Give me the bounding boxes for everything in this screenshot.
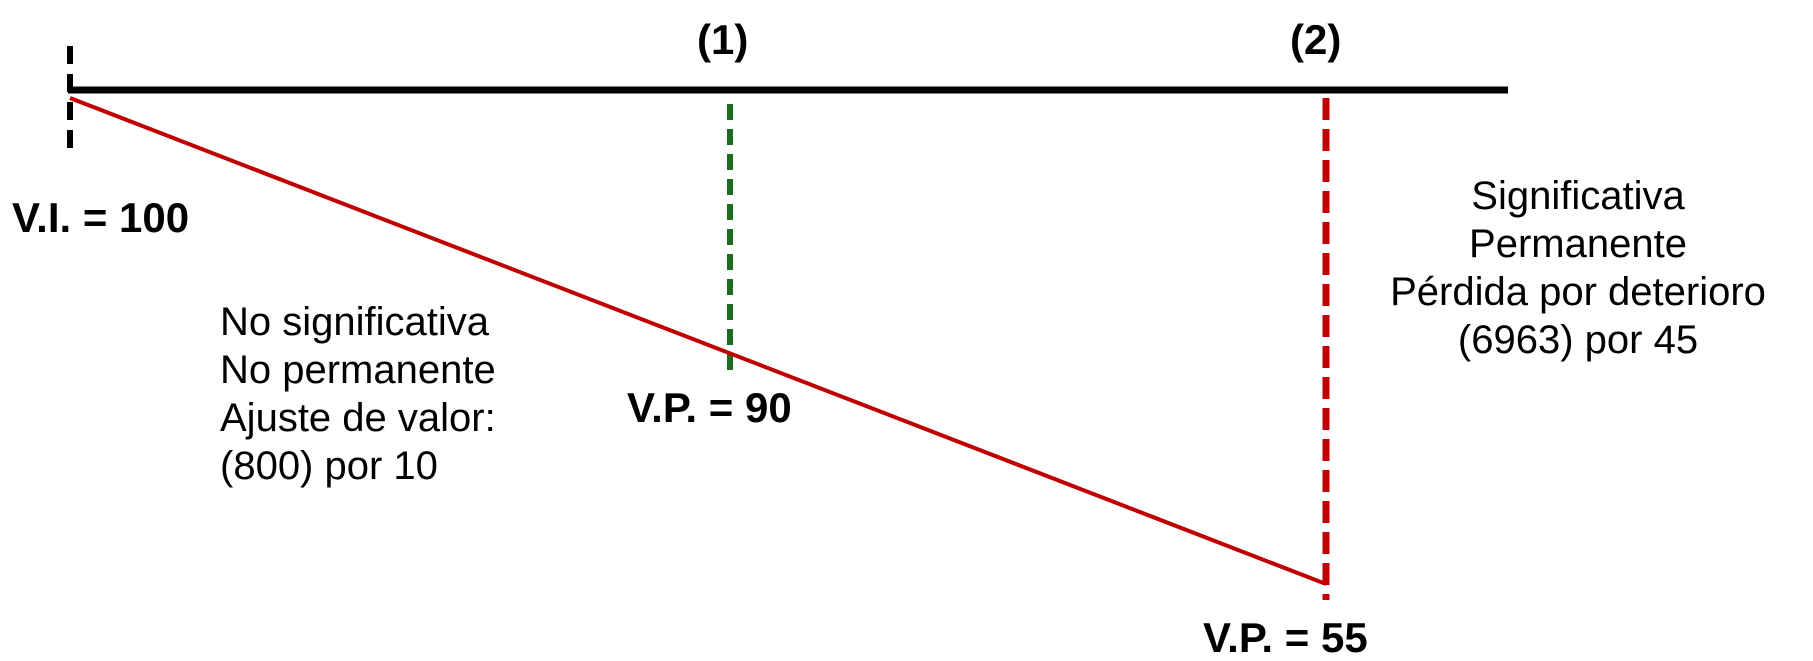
present-value-2-label: V.P. = 55 xyxy=(1203,614,1368,661)
right-note-line: Pérdida por deterioro xyxy=(1390,270,1766,314)
marker1-label: (1) xyxy=(697,16,749,63)
right-note-block: Significativa Permanente Pérdida por det… xyxy=(1345,172,1811,364)
right-note-line: Significativa xyxy=(1471,174,1685,218)
left-note-line: Ajuste de valor: xyxy=(220,396,496,440)
left-note-line: No significativa xyxy=(220,300,490,344)
right-note-line: (6963) por 45 xyxy=(1457,318,1699,362)
marker2-label: (2) xyxy=(1290,16,1342,63)
left-note-line: (800) por 10 xyxy=(220,444,438,488)
initial-value-label: V.I. = 100 xyxy=(12,194,190,241)
present-value-1-label: V.P. = 90 xyxy=(627,384,792,431)
left-note-line: No permanente xyxy=(220,348,496,392)
left-note-block: No significativa No permanente Ajuste de… xyxy=(220,298,496,490)
value-decline-line xyxy=(69,96,1327,586)
right-note-line: Permanente xyxy=(1469,222,1687,266)
